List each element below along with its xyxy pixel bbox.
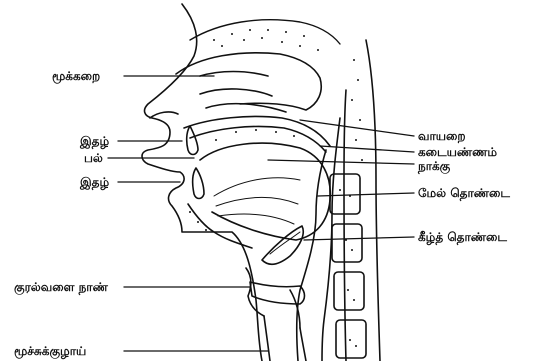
tongue-outline [200,143,330,240]
label-palate: வாயறை [418,129,466,143]
nasal-cavity-roof [176,53,321,110]
label-lower-lip: இதழ் [80,175,109,189]
epiglottis [262,226,303,264]
lower-tooth [193,168,204,199]
vocal-fold [250,282,305,304]
vertebra [336,320,366,358]
pharynx-front-wall [297,150,326,361]
label-trachea: மூச்சுக்குழாய் [14,344,86,358]
trachea-front [264,316,270,361]
trachea-back [300,328,306,361]
label-vocal-cords: குரல்வளை நாண் [14,280,108,294]
vertebra [334,272,364,310]
stipple-texture [189,29,363,347]
label-nasal-cavity: மூக்கறை [52,69,100,83]
label-upper-pharynx: மேல் தொண்டை [418,186,510,200]
label-tongue: நாக்கு [418,159,450,173]
vertebra [330,174,360,214]
upper-tooth [187,126,198,155]
nostril [150,112,178,118]
cranial-base [190,20,340,44]
turbinate-lower [206,104,286,112]
label-upper-lip: இதழ் [80,134,109,148]
spine-back-outline [366,40,380,361]
turbinate-upper [200,72,268,77]
label-lower-pharynx: கீழ்த் தொண்டை [418,230,507,244]
label-teeth: பல் [84,151,103,165]
vertebra [332,224,362,262]
palate-lower-edge [190,126,326,152]
turbinate-middle [200,89,272,96]
tongue-muscle-lines [214,178,300,224]
label-soft-palate: கடையண்ணம் [418,145,497,159]
